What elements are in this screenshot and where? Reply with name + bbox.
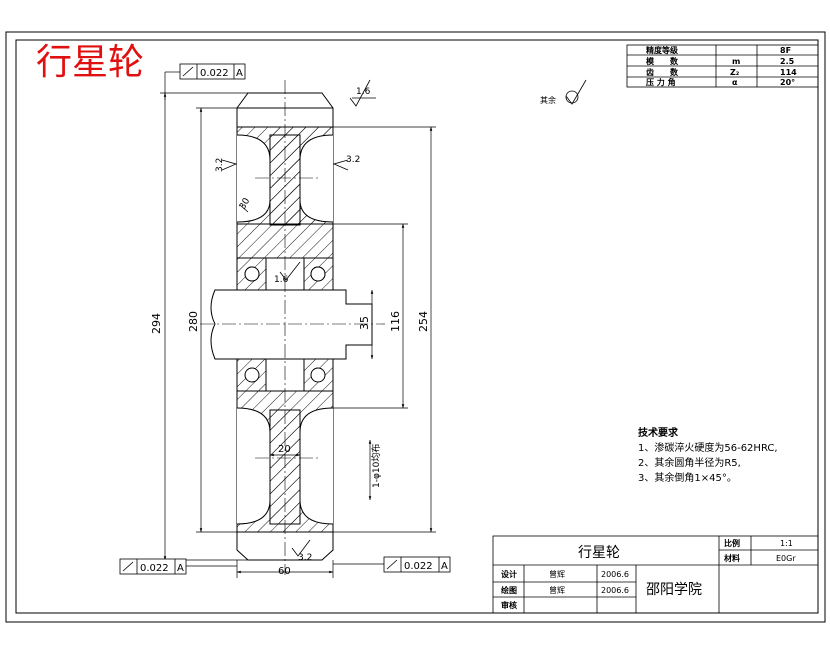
tb-row0-date: 2006.6 (601, 570, 629, 579)
sf-other: 其余 (540, 95, 556, 105)
sf-bore: 1.6 (274, 275, 289, 285)
dimension-lines (160, 92, 436, 578)
title-block-texts: 行星轮 比例 1:1 材料 E0Gr 设计 曾辉 2006.6 绘图 曾辉 20… (501, 538, 796, 610)
tol-bl-value: 0.022 (140, 563, 169, 574)
param-symbol-1: m (732, 57, 740, 66)
bottom-right-pocket (299, 407, 334, 525)
shaft (210, 289, 373, 360)
tb-row1-role: 绘图 (501, 585, 517, 595)
dim-root: 254 (417, 311, 430, 332)
dim-width: 60 (278, 566, 291, 577)
tolerance-frame-bottom-right: 0.022 A (333, 556, 451, 573)
param-value-3: 20° (780, 78, 795, 87)
dim-holes: 1-φ10均布 (370, 444, 382, 488)
tb-part-name: 行星轮 (578, 545, 620, 561)
tb-row1-name: 曾辉 (549, 585, 565, 595)
top-right-pocket (299, 134, 334, 223)
param-name-2: 齿 数 (646, 67, 679, 77)
param-table-texts: 精度等级 8F 模 数 m 2.5 齿 数 Z₂ 114 压 力 角 α 20° (646, 45, 797, 87)
sf-top: 1.6 (356, 87, 371, 97)
tech-item-2: 3、其余倒角1×45°。 (638, 471, 737, 484)
dimension-texts: 294 280 35 116 254 20 1-φ10均布 60 (150, 311, 430, 577)
tol-bl-datum: A (177, 563, 184, 574)
param-symbol-3: α (732, 78, 738, 87)
center-lines (200, 80, 385, 575)
sf-bottom: 3.2 (298, 553, 312, 563)
tolerance-frame-bottom-left: 0.022 A (119, 558, 237, 575)
tb-material-label: 材料 (724, 553, 740, 563)
param-name-0: 精度等级 (646, 45, 679, 55)
dim-shaft: 35 (358, 316, 371, 330)
tb-ratio-label: 比例 (724, 538, 740, 548)
param-table (626, 44, 819, 88)
param-symbol-2: Z₂ (730, 68, 740, 77)
dim-tip: 280 (187, 311, 200, 332)
tb-row0-role: 设计 (501, 569, 517, 579)
drawing-heading: 行星轮 (36, 42, 144, 83)
tol-top-datum: A (236, 68, 243, 79)
outer-border (5, 31, 826, 623)
tolerance-frame-top: 0.022 A (164, 63, 246, 100)
tech-title: 技术要求 (638, 426, 679, 439)
param-name-1: 模 数 (646, 56, 679, 66)
tb-row2-role: 审核 (501, 600, 517, 610)
tb-row0-name: 曾辉 (549, 569, 565, 579)
inner-border (15, 39, 819, 614)
dim-hole-pitch: 20 (278, 444, 291, 455)
tech-item-1: 2、其余圆角半径为R5, (638, 456, 741, 469)
tb-material-value: E0Gr (776, 554, 796, 563)
tol-br-value: 0.022 (404, 561, 433, 572)
tb-school: 邵阳学院 (646, 582, 702, 598)
param-value-0: 8F (780, 46, 791, 55)
bottom-left-pocket (236, 407, 271, 525)
surface-finish-symbols (221, 79, 587, 557)
param-value-2: 114 (780, 68, 797, 77)
title-block (492, 535, 819, 614)
tech-requirements: 技术要求 1、渗碳淬火硬度为56-62HRC, 2、其余圆角半径为R5, 3、其… (638, 426, 778, 484)
dim-outer: 294 (150, 313, 163, 334)
dim-hub: 116 (389, 311, 402, 332)
tol-br-datum: A (441, 561, 448, 572)
param-value-1: 2.5 (780, 57, 795, 66)
tb-row1-date: 2006.6 (601, 586, 629, 595)
param-name-3: 压 力 角 (646, 77, 676, 87)
sf-right-upper: 3.2 (346, 155, 360, 165)
tb-ratio-value: 1:1 (780, 539, 793, 548)
tol-top-value: 0.022 (200, 68, 229, 79)
tech-item-0: 1、渗碳淬火硬度为56-62HRC, (638, 441, 778, 454)
sf-left-upper: 3.2 (215, 158, 225, 172)
